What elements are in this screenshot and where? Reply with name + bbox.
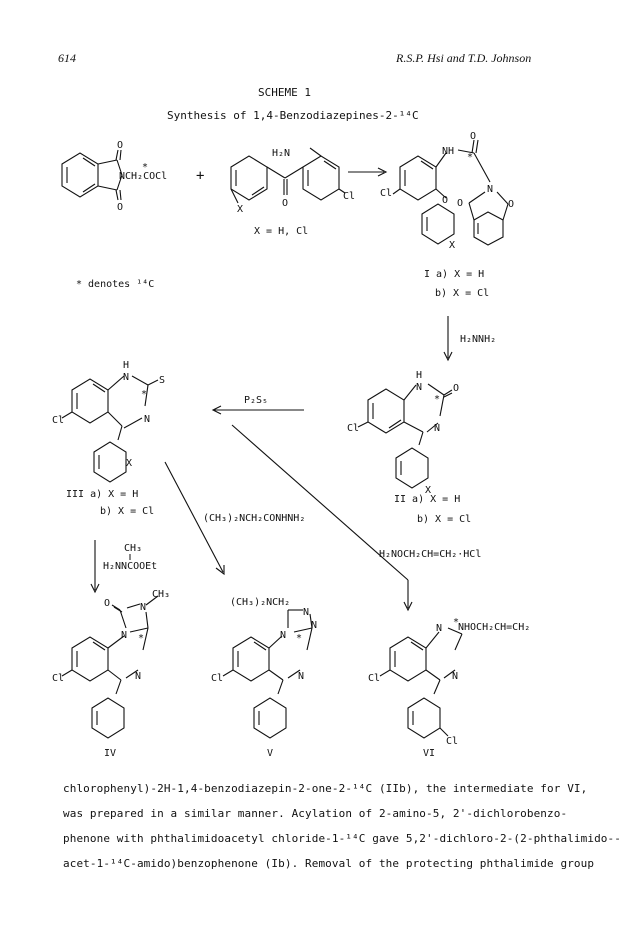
compound-V-label: V (267, 748, 273, 759)
phthalimide-chain-label: NCH₂COCl (119, 171, 167, 182)
compound-III-structure (61, 375, 159, 483)
atom-n: N (135, 671, 141, 682)
atom-ch3: CH₃ (152, 589, 170, 600)
atom-cl: Cl (343, 191, 355, 202)
compound-VI-structure (379, 627, 463, 739)
atom-nh: NH (442, 146, 454, 157)
atom-o: O (104, 598, 110, 609)
compound-VI-label: VI (423, 748, 435, 759)
compound-II-a-label: II a) X = H (394, 494, 460, 505)
atom-o: O (508, 199, 514, 210)
atom-cl: Cl (52, 415, 64, 426)
atom-n: N (487, 184, 493, 195)
atom-o: O (457, 198, 463, 209)
compound-III-a-label: III a) X = H (66, 489, 138, 500)
isotope-star: * (467, 152, 473, 163)
atom-x: X (425, 485, 431, 496)
scheme-subtitle: Synthesis of 1,4-Benzodiazepines-2-¹⁴C (167, 109, 419, 122)
atom-cl: Cl (368, 673, 380, 684)
reagent-hydroxylamine: H₂NOCH₂CH=CH₂·HCl (379, 549, 481, 560)
reagent-acylhydrazide: (CH₃)₂NCH₂CONHNH₂ (203, 513, 305, 524)
body-text-line: phenone with phthalimidoacetyl chloride-… (63, 832, 621, 845)
atom-o: O (117, 202, 123, 213)
atom-n: N (436, 623, 442, 634)
reagent-hydrazine: H₂NNH₂ (460, 334, 496, 345)
atom-n: N (280, 630, 286, 641)
atom-h: H (123, 360, 129, 371)
compound-II-b-label: b) X = Cl (417, 514, 471, 525)
reagent-p2s5: P₂S₅ (244, 395, 268, 406)
reagent-carbazate: H₂NNCOOEt (103, 561, 157, 572)
atom-o: O (282, 198, 288, 209)
compound-IV-label: IV (104, 748, 116, 759)
atom-n: N (303, 607, 309, 618)
compound-I-structure (392, 139, 509, 246)
compound-III-b-label: b) X = Cl (100, 506, 154, 517)
compound-I-b-label: b) X = Cl (435, 288, 489, 299)
atom-o: O (117, 140, 123, 151)
atom-x: X (126, 458, 132, 469)
reaction-scheme: O O * NCH₂COCl + H₂N Cl O X X = H, Cl NH… (52, 131, 530, 759)
reagent-carbazate-ch3: CH₃ (124, 543, 142, 554)
isotope-footnote: * denotes ¹⁴C (76, 279, 154, 290)
plus-sign: + (196, 168, 204, 184)
isotope-star: * (434, 394, 440, 405)
atom-cl: Cl (52, 673, 64, 684)
page-number: 614 (58, 51, 76, 65)
scheme-heading: SCHEME 1 (258, 86, 311, 99)
atom-n: N (123, 372, 129, 383)
compound-IV-structure (61, 595, 159, 739)
compound-I-a-label: I a) X = H (424, 269, 484, 280)
atom-cl: Cl (446, 736, 458, 747)
atom-o: O (470, 131, 476, 142)
atom-n: N (121, 630, 127, 641)
atom-s: S (159, 375, 165, 386)
atom-n: N (452, 671, 458, 682)
body-text-line: acet-1-¹⁴C-amido)benzophenone (Ib). Remo… (63, 857, 595, 870)
running-head-authors: R.S.P. Hsi and T.D. Johnson (396, 51, 532, 65)
vi-substituent: NHOCH₂CH=CH₂ (458, 622, 530, 633)
atom-o: O (453, 383, 459, 394)
atom-dma: (CH₃)₂NCH₂ (230, 597, 290, 608)
isotope-star: * (138, 633, 144, 644)
x-values-label: X = H, Cl (254, 226, 308, 237)
aminobenzophenone-structure (230, 147, 346, 204)
atom-n: N (144, 414, 150, 425)
compound-V-structure (222, 609, 313, 739)
atom-cl: Cl (347, 423, 359, 434)
atom-n: N (311, 620, 317, 631)
isotope-star: * (453, 617, 459, 628)
atom-x: X (449, 240, 455, 251)
phthalimidoacetyl-chloride-structure (61, 149, 123, 201)
atom-n: N (298, 671, 304, 682)
body-text-line: chlorophenyl)-2H-1,4-benzodiazepin-2-one… (63, 782, 588, 795)
isotope-star: * (296, 633, 302, 644)
atom-x: X (237, 204, 243, 215)
atom-cl: Cl (211, 673, 223, 684)
atom-h2n: H₂N (272, 148, 290, 159)
atom-n: N (416, 382, 422, 393)
compound-II-structure (357, 383, 453, 489)
atom-o: O (442, 195, 448, 206)
atom-n: N (434, 423, 440, 434)
atom-h: H (416, 370, 422, 381)
body-text-line: was prepared in a similar manner. Acylat… (63, 807, 568, 820)
isotope-star: * (141, 389, 147, 400)
isotope-star: * (142, 162, 148, 173)
atom-n: N (140, 602, 146, 613)
atom-cl: Cl (380, 188, 392, 199)
